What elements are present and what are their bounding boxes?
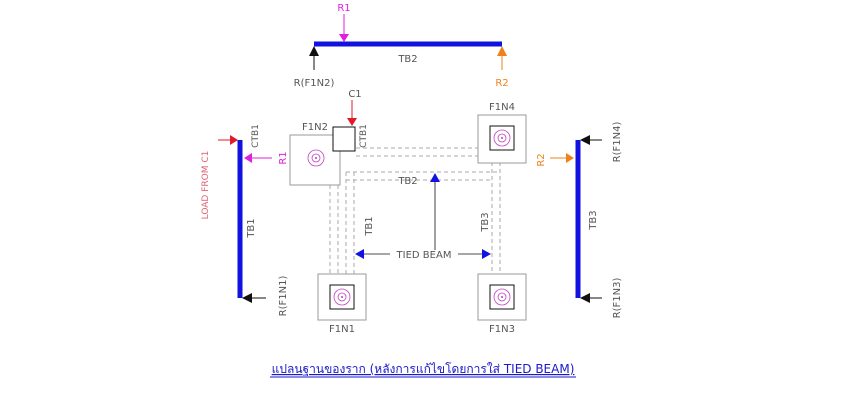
footing-f1n1-pile-inner (337, 292, 347, 302)
footing-f1n4-column (489, 125, 515, 151)
top-beam-right-support-icon (497, 46, 507, 56)
footing-f1n3-label: F1N3 (489, 324, 515, 335)
right-beam-load-label: R2 (536, 153, 547, 166)
left-beam-diagram: LOAD FROM C1 CTB1 R1 TB1 R(F1N1) (201, 124, 289, 316)
top-beam-left-support-icon (309, 46, 319, 56)
footing-f1n3-column (489, 284, 515, 310)
foundation-plan: C1 F1N2 CTB1 F1N4 F1 (289, 89, 527, 335)
left-beam-top-label: CTB1 (251, 124, 261, 148)
footing-f1n4-pile-center (501, 137, 503, 139)
top-beam-load-arrowhead (339, 34, 349, 42)
plan-tb2-arrowhead (430, 173, 440, 182)
left-beam-bottom-label: R(F1N1) (278, 276, 289, 317)
footing-f1n1: F1N1 (317, 273, 367, 335)
top-beam-label: TB2 (397, 54, 417, 65)
footing-f1n2-pile-outer (307, 149, 325, 167)
right-beam-r2-arrowhead (566, 153, 574, 163)
drawing-caption: แปลนฐานของราก (หลังการแก้ไขโดยการใส่ TIE… (272, 362, 575, 376)
left-beam-r1-arrowhead (244, 153, 252, 163)
footing-f1n4-pile-inner (497, 133, 507, 143)
footing-f1n3-pile-center (501, 296, 503, 298)
plan-tied-right-arrowhead (482, 249, 491, 259)
right-beam-top-label: R(F1N4) (612, 122, 623, 163)
top-beam-load-label: R1 (337, 3, 350, 14)
footing-f1n1-pile-outer (333, 288, 351, 306)
right-beam-bottom-label: R(F1N3) (612, 278, 623, 319)
left-beam-side-label: LOAD FROM C1 (201, 151, 211, 220)
plan-tb3-label: TB3 (480, 212, 491, 232)
column-c1-box (332, 126, 356, 152)
column-c1-arrowhead (347, 118, 357, 126)
plan-ctb1-label: CTB1 (359, 124, 369, 148)
footing-f1n1-column (329, 284, 355, 310)
footing-f1n1-pile-center (341, 296, 343, 298)
top-beam-left-support-label: R(F1N2) (294, 78, 335, 89)
footing-f1n4: F1N4 (477, 102, 527, 164)
footing-f1n2-pad (289, 134, 341, 186)
footing-f1n3-pile-outer (493, 288, 511, 306)
right-beam-diagram: R(F1N4) R2 TB3 R(F1N3) (536, 122, 623, 319)
footing-f1n3: F1N3 (477, 273, 527, 335)
footing-f1n2-pile-center (315, 157, 317, 159)
plan-tb1-label: TB1 (364, 216, 375, 236)
left-beam-c1-arrowhead (230, 135, 238, 145)
footing-f1n4-label: F1N4 (489, 102, 515, 113)
footing-f1n3-pile-inner (497, 292, 507, 302)
plan-tied-beam-label: TIED BEAM (396, 250, 452, 261)
footing-f1n2-pile-inner (311, 153, 321, 163)
right-beam-bottom-support-icon (580, 293, 590, 303)
right-beam-label: TB3 (588, 210, 599, 230)
left-beam-load-label: R1 (278, 151, 289, 164)
footing-f1n1-label: F1N1 (329, 324, 355, 335)
footing-f1n4-pad (477, 114, 527, 164)
plan-tied-left-arrowhead (355, 249, 364, 259)
footing-f1n2-label: F1N2 (302, 122, 328, 133)
column-c1-label: C1 (348, 89, 361, 100)
top-beam-right-support-label: R2 (495, 78, 508, 89)
top-beam-diagram: R1 TB2 R(F1N2) R2 (294, 3, 509, 89)
right-beam-top-support-icon (580, 135, 590, 145)
left-beam-bottom-support-icon (242, 293, 252, 303)
plan-tb2-label: TB2 (397, 176, 417, 187)
left-beam-label: TB1 (246, 218, 257, 238)
plan-dashed-beams (329, 147, 501, 274)
footing-f1n4-pile-outer (493, 129, 511, 147)
footing-f1n2: F1N2 (289, 122, 356, 186)
